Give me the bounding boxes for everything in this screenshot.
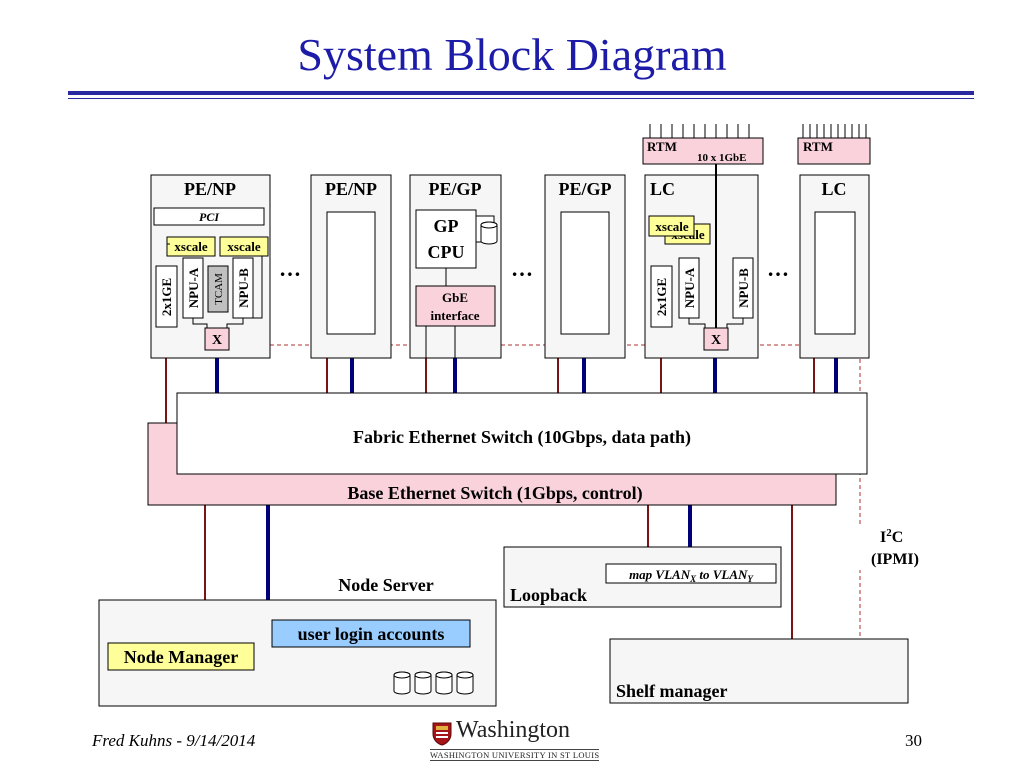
shelf-manager-label: Shelf manager — [616, 681, 728, 701]
rtm-sublabel: 10 x 1GbE — [697, 152, 747, 164]
fabric-switch-label: Fabric Ethernet Switch (10Gbps, data pat… — [353, 427, 691, 448]
disk-icon — [414, 671, 432, 695]
card-pe-np-1: PE/NP PCI xscale xscale 2x1GE NPU-A TCAM… — [150, 174, 271, 359]
i2c-ipmi-label: I2C (IPMI) — [858, 524, 924, 570]
i2c-c: C — [892, 529, 904, 546]
disk-icon — [435, 671, 453, 695]
cpu-label: CPU — [428, 242, 465, 262]
loopback-label: Loopback — [510, 585, 587, 605]
crossbar-label: X — [711, 333, 721, 348]
fabric-ethernet-switch: Fabric Ethernet Switch (10Gbps, data pat… — [176, 392, 868, 475]
card-title: PE/GP — [429, 179, 482, 199]
xscale-label: xscale — [174, 239, 207, 254]
npu-label: NPU-A — [682, 267, 697, 308]
svg-text:I2C: I2C — [880, 527, 903, 546]
npu-label: NPU-B — [736, 268, 751, 308]
card-lc-1: LC xscale xscale 2x1GE NPU-A NPU-B X — [644, 174, 759, 359]
pci-label: PCI — [199, 210, 220, 224]
rtm-label: RTM — [803, 139, 833, 154]
card-title: LC — [650, 179, 675, 199]
gbe-label: GbE — [442, 290, 468, 305]
vlan-map-label: map VLANX to VLANY — [629, 567, 754, 584]
xscale-label: xscale — [227, 239, 260, 254]
card-title: PE/NP — [184, 179, 236, 199]
ellipsis: … — [767, 256, 789, 281]
npu-label: NPU-B — [236, 268, 251, 308]
card-title: LC — [821, 179, 846, 199]
card-lc-2: LC — [799, 174, 870, 359]
xscale-label: xscale — [655, 219, 688, 234]
ipmi-label: (IPMI) — [871, 551, 919, 568]
logo-name: Washington — [456, 717, 571, 743]
title-rule — [68, 91, 974, 95]
node-manager: Node Manager — [124, 647, 238, 667]
disk-icon — [480, 221, 498, 245]
card-title: PE/GP — [559, 179, 612, 199]
page-number: 30 — [905, 731, 922, 750]
rtm-module-2: RTM — [797, 124, 871, 165]
rtm-label: RTM — [647, 139, 677, 154]
rtm-module-1: RTM 10 x 1GbE — [642, 124, 764, 175]
shelf-manager: Shelf manager — [609, 638, 909, 704]
ellipsis: … — [279, 256, 301, 281]
base-switch-label: Base Ethernet Switch (1Gbps, control) — [347, 483, 642, 504]
tcam-label: TCAM — [213, 273, 225, 305]
disk-icon — [393, 671, 411, 695]
base-links — [165, 355, 815, 640]
slide-title: System Block Diagram — [297, 29, 727, 80]
title-rule-thin — [68, 98, 974, 99]
shield-icon — [432, 722, 452, 746]
washington-university-logo: Washington WASHINGTON UNIVERSITY IN ST L… — [430, 717, 600, 762]
loopback-box: map VLANX to VLANY Loopback — [503, 546, 782, 608]
port-label: 2x1GE — [159, 278, 174, 316]
card-title: PE/NP — [325, 179, 377, 199]
i2c-sup: 2 — [886, 527, 892, 539]
card-pe-gp-2: PE/GP — [544, 174, 626, 359]
i2c-i: I — [880, 529, 886, 546]
card-pe-gp-1: PE/GP GP CPU GbE interface — [409, 174, 502, 359]
disk-icon — [456, 671, 474, 695]
logo-subtitle: WASHINGTON UNIVERSITY IN ST LOUIS — [430, 749, 600, 761]
port-label: 2x1GE — [654, 278, 669, 316]
user-login-accounts: user login accounts — [298, 624, 445, 644]
npu-label: NPU-A — [186, 267, 201, 308]
node-server: Node Server user login accounts Node Man… — [98, 575, 497, 707]
node-server-label: Node Server — [338, 575, 433, 595]
crossbar-label: X — [212, 333, 222, 348]
ellipsis: … — [511, 256, 533, 281]
card-pe-np-2: PE/NP — [310, 174, 392, 359]
cpu-label: GP — [434, 216, 459, 236]
gbe-label: interface — [430, 308, 479, 323]
footer-author-date: Fred Kuhns - 9/14/2014 — [92, 731, 256, 750]
